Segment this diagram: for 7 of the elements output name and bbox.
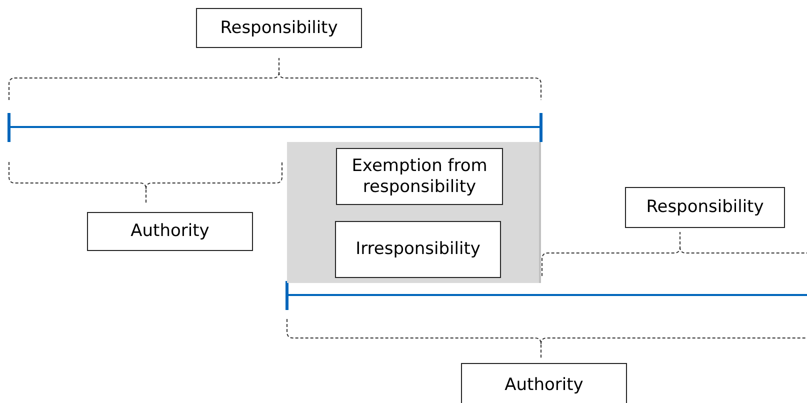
text-box: Irresponsibility — [335, 221, 501, 278]
text-box: Authority — [87, 212, 253, 251]
text-box: Exemption from responsibility — [336, 148, 503, 205]
text-box: Responsibility — [625, 187, 785, 228]
text-box: Authority — [461, 363, 627, 403]
shaded-region — [287, 142, 541, 283]
text-box: Responsibility — [196, 8, 362, 48]
